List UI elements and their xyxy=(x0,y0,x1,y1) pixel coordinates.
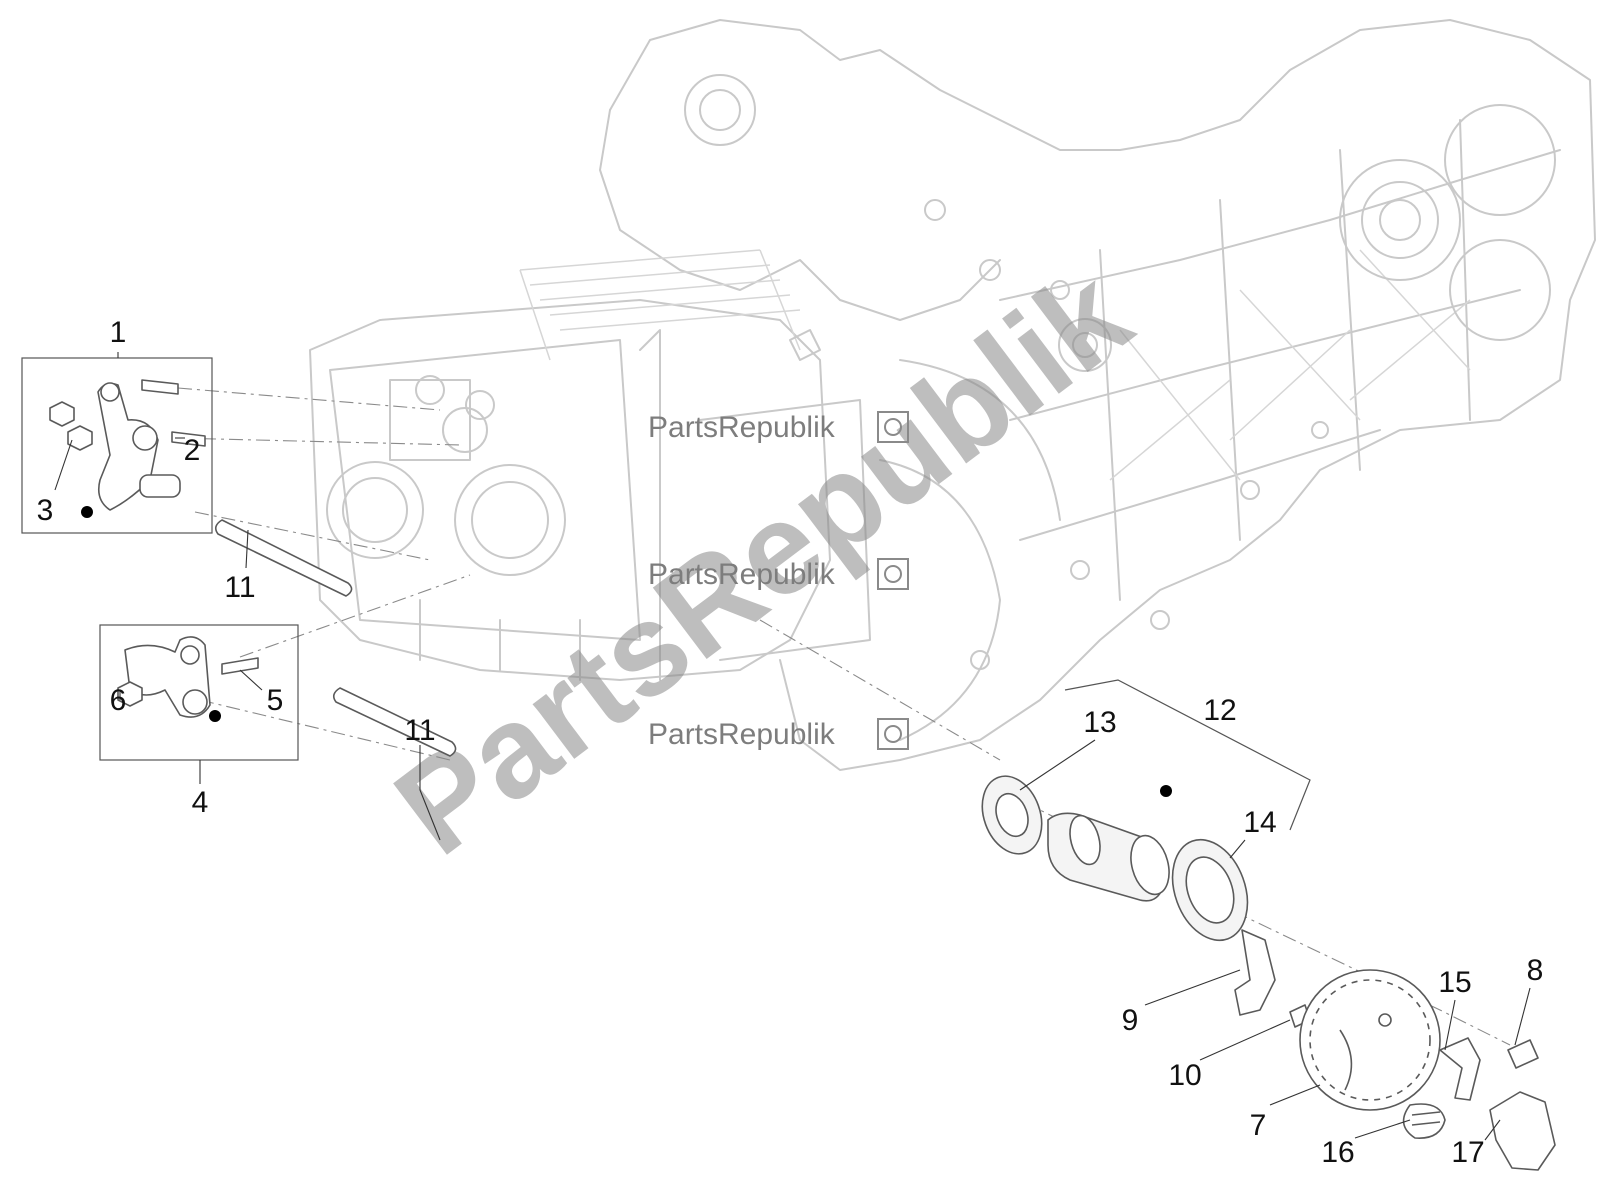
group-12-bracket xyxy=(1064,679,1311,831)
watermark-brand-3: PartsRepublik xyxy=(648,718,836,751)
callout-17: 17 xyxy=(1451,1136,1484,1169)
engine-crankcase xyxy=(309,19,1596,771)
callout-12: 12 xyxy=(1203,694,1236,727)
watermarks: PartsRepublik PartsRepublik PartsRepubli… xyxy=(369,239,1156,882)
callout-11-upper: 11 xyxy=(224,571,255,604)
watermark-brand-1: PartsRepublik xyxy=(648,411,836,444)
callout-10: 10 xyxy=(1168,1059,1201,1092)
callout-4: 4 xyxy=(192,786,209,819)
callout-9: 9 xyxy=(1122,1004,1139,1037)
callout-14: 14 xyxy=(1243,806,1276,839)
callout-15: 15 xyxy=(1438,966,1471,999)
rocker-shaft-upper xyxy=(214,519,353,597)
bearing-13-inner xyxy=(995,792,1029,838)
decompressor-weight xyxy=(1489,1091,1556,1171)
group-4-frame xyxy=(99,624,299,761)
group-1-frame xyxy=(21,357,213,534)
callout-6: 6 xyxy=(110,684,127,717)
rocker-arm-exhaust-group xyxy=(99,624,299,761)
camshaft-assembly xyxy=(981,679,1311,942)
watermark-gear-icon xyxy=(877,411,909,750)
rocker-arm-intake-group xyxy=(21,357,213,534)
decompressor-spring xyxy=(1402,1103,1446,1139)
lock-nut-exhaust xyxy=(117,681,143,707)
callout-8: 8 xyxy=(1527,954,1544,987)
callout-5: 5 xyxy=(267,684,284,717)
watermark-brand-2: PartsRepublik xyxy=(648,558,836,591)
callout-11-lower: 11 xyxy=(404,714,435,747)
callout-3: 3 xyxy=(37,494,54,527)
callout-1: 1 xyxy=(110,316,127,349)
lock-nut-upper xyxy=(49,401,75,427)
lock-nut-lower xyxy=(67,425,93,451)
assembly-lines xyxy=(174,387,1511,1046)
decompressor-lever xyxy=(1439,1037,1481,1101)
camshaft-sprocket xyxy=(1299,969,1441,1111)
callout-2: 2 xyxy=(184,434,201,467)
leader-lines xyxy=(54,352,1531,1141)
bearing-14-inner xyxy=(1185,856,1235,924)
sprocket-screw xyxy=(1507,1039,1539,1069)
callout-13: 13 xyxy=(1083,706,1116,739)
adjusting-screw-lower xyxy=(171,431,206,447)
adjusting-screw-upper xyxy=(141,379,179,395)
callout-numbers: 1 2 3 4 5 6 7 8 9 10 11 11 12 13 14 15 1… xyxy=(37,316,1544,1169)
adjusting-screw-exhaust xyxy=(221,657,259,675)
callout-16: 16 xyxy=(1321,1136,1354,1169)
rocker-shaft-lower xyxy=(332,687,457,757)
thrust-plate xyxy=(1234,929,1276,1016)
callout-7: 7 xyxy=(1250,1109,1267,1142)
